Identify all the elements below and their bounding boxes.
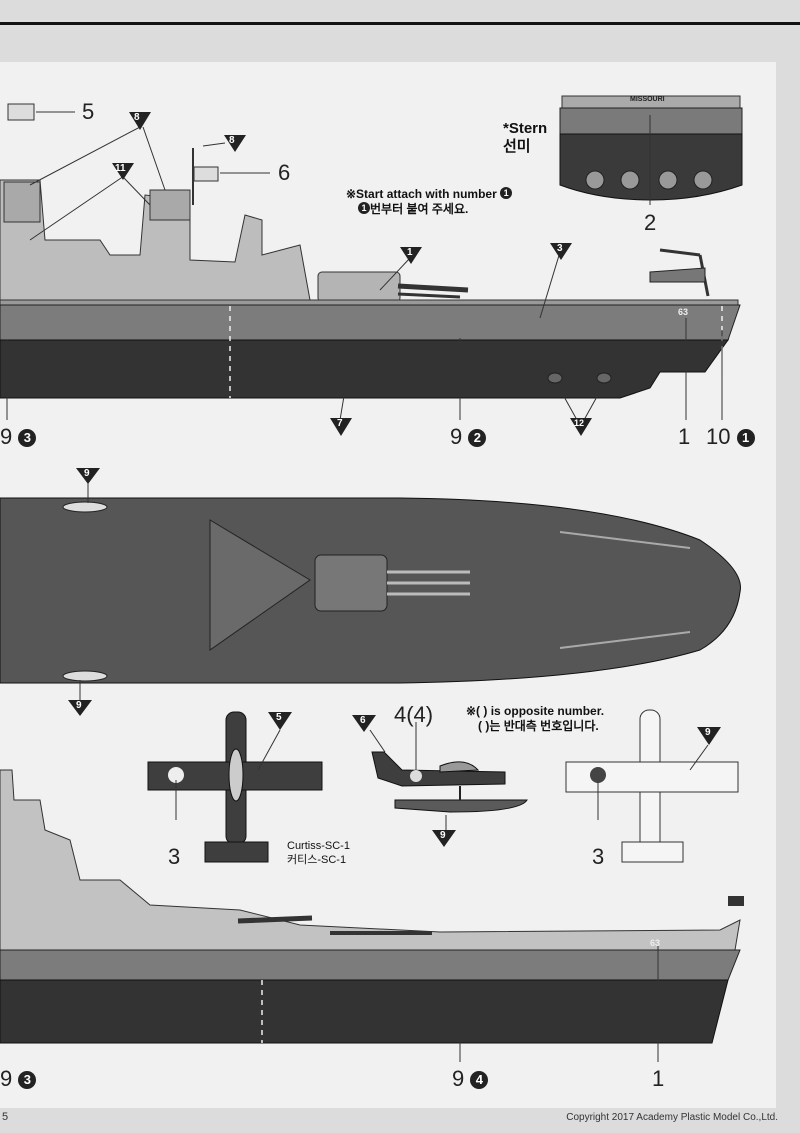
aircraft-side [369,722,528,832]
callout-9-4: 9 4 [452,1068,489,1090]
callout-10: 10 1 [706,426,755,448]
callout-9-3-top: 9 3 [0,426,37,448]
callout-triangles [68,112,721,847]
triangle-12: 12 [574,418,585,428]
triangle-3: 3 [557,243,563,254]
side-view-top [0,103,741,421]
triangle-1: 1 [407,247,413,258]
triangle-8b: 8 [229,135,235,146]
triangle-7: 7 [337,418,343,429]
hull-number-bottom: 63 [650,938,661,948]
callout-4-4: 4(4) [394,702,434,727]
callout-1-bottom: 1 [652,1066,665,1091]
triangle-8a: 8 [134,112,140,123]
callout-5: 5 [82,99,95,124]
callout-6: 6 [278,160,291,185]
hull-number-top: 63 [678,307,689,317]
copyright: Copyright 2017 Academy Plastic Model Co.… [566,1112,778,1123]
stern-ship-name: MISSOURI [630,96,665,103]
triangle-9a: 9 [84,468,90,479]
aircraft-name: Curtiss-SC-1 커티스-SC-1 [287,840,350,866]
triangle-9b: 9 [76,700,82,711]
side-view-bottom [0,769,744,1062]
callout-9-2: 9 2 [450,426,487,448]
opposite-number-note: ※( ) is opposite number. ( )는 반대측 번호입니다. [466,704,605,733]
callout-9-3-bottom: 9 3 [0,1068,37,1090]
aircraft-bottom-light [565,709,739,863]
callout-2: 2 [644,210,657,235]
triangle-9c: 9 [440,830,446,841]
page-number: 5 [2,1111,9,1123]
callout-3-left: 3 [168,844,181,869]
callout-3-right: 3 [592,844,605,869]
top-view [0,482,741,702]
triangle-6: 6 [360,715,366,726]
triangle-5: 5 [276,712,282,723]
aircraft-top-dark [147,711,323,863]
callout-1-top: 1 [678,424,691,449]
triangle-11: 11 [115,163,126,174]
top-rule [0,22,800,25]
triangle-9d: 9 [705,727,711,738]
stern-view [559,95,743,205]
stern-label: *Stern 선미 [503,120,548,155]
